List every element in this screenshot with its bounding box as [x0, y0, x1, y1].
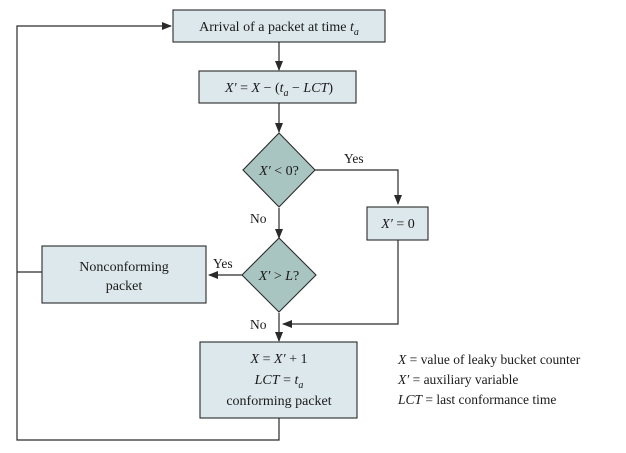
conforming-t-var: t [294, 373, 299, 388]
compute-lct-var: LCT [302, 81, 329, 96]
compute-eq: = [237, 81, 252, 96]
edges [16, 22, 402, 441]
decision2-question: ? [293, 269, 299, 284]
set-zero-x-prime: X′ [380, 217, 394, 232]
edge-label-no-1: No [250, 211, 267, 226]
edge-label-no-2: No [250, 317, 267, 332]
node-set-x-prime-zero: X′ = 0 [366, 206, 429, 241]
conforming-eq1: = [259, 352, 274, 367]
set-zero-rest: = 0 [393, 217, 415, 232]
edge-set-zero-to-merge [282, 240, 399, 328]
legend: X = value of leaky bucket counter X′ = a… [397, 352, 581, 407]
conforming-lct-var: LCT [254, 373, 281, 388]
conforming-t-sub: a [298, 380, 303, 391]
legend-text: = value of leaky bucket counter [406, 352, 581, 367]
conforming-x-var: X [250, 352, 260, 367]
svg-text:X′ < 0?: X′ < 0? [258, 164, 299, 179]
compute-t-var: t [280, 81, 285, 96]
arrival-time-var: t [350, 20, 355, 35]
legend-text: = auxiliary variable [409, 372, 518, 387]
compute-minus-open: − ( [260, 81, 280, 96]
legend-symbol: X′ [397, 372, 410, 387]
node-conforming-packet: X = X′ + 1 LCT = ta conforming packet [199, 341, 358, 419]
conforming-line3: conforming packet [226, 394, 331, 409]
node-nonconforming-packet: Nonconforming packet [41, 245, 207, 304]
node-decision-x-less-zero: X′ < 0? [242, 132, 316, 208]
legend-text: = last conformance time [422, 392, 556, 407]
edge-x-less-zero-yes [314, 169, 402, 205]
decision1-condition: < 0? [271, 164, 299, 179]
legend-symbol: LCT [397, 392, 424, 407]
decision2-gt: > [270, 269, 285, 284]
node-compute-x-prime: X′ = X − (ta − LCT) [198, 70, 357, 104]
conforming-eq2: = [280, 373, 295, 388]
edge-label-yes-2: Yes [213, 256, 233, 271]
edge-label-yes-1: Yes [344, 151, 364, 166]
compute-x-var: X [251, 81, 261, 96]
compute-x-prime-var: X′ [224, 81, 238, 96]
arrival-time-sub: a [354, 27, 359, 38]
compute-t-sub: a [284, 88, 289, 99]
legend-item: X′ = auxiliary variable [397, 372, 518, 387]
svg-text:X′ = 0: X′ = 0 [380, 217, 415, 232]
decision2-l-var: L [284, 269, 293, 284]
legend-item: X = value of leaky bucket counter [397, 352, 581, 367]
nonconforming-line2: packet [106, 279, 143, 294]
decision2-x-prime: X′ [258, 269, 272, 284]
svg-text:LCT = ta: LCT = ta [254, 373, 304, 391]
conforming-plus-one: + 1 [286, 352, 308, 367]
arrival-label: Arrival of a packet at time [199, 20, 350, 35]
compute-close: ) [328, 81, 333, 96]
legend-item: LCT = last conformance time [397, 392, 556, 407]
svg-text:X′ = X − (ta − LCT): X′ = X − (ta − LCT) [224, 81, 333, 99]
svg-text:Arrival of a packet at time ta: Arrival of a packet at time ta [199, 20, 359, 38]
decision1-x-prime: X′ [258, 164, 272, 179]
conforming-x-prime-var: X′ [273, 352, 287, 367]
compute-minus: − [289, 81, 304, 96]
edge-conforming-loop-back [16, 22, 280, 441]
node-decision-x-greater-l: X′ > L? [241, 237, 317, 313]
nonconforming-line1: Nonconforming [79, 260, 168, 275]
node-arrival: Arrival of a packet at time ta [172, 9, 386, 43]
svg-text:X = X′ + 1: X = X′ + 1 [250, 352, 308, 367]
svg-text:X′ > L?: X′ > L? [258, 269, 300, 284]
legend-symbol: X [397, 352, 407, 367]
